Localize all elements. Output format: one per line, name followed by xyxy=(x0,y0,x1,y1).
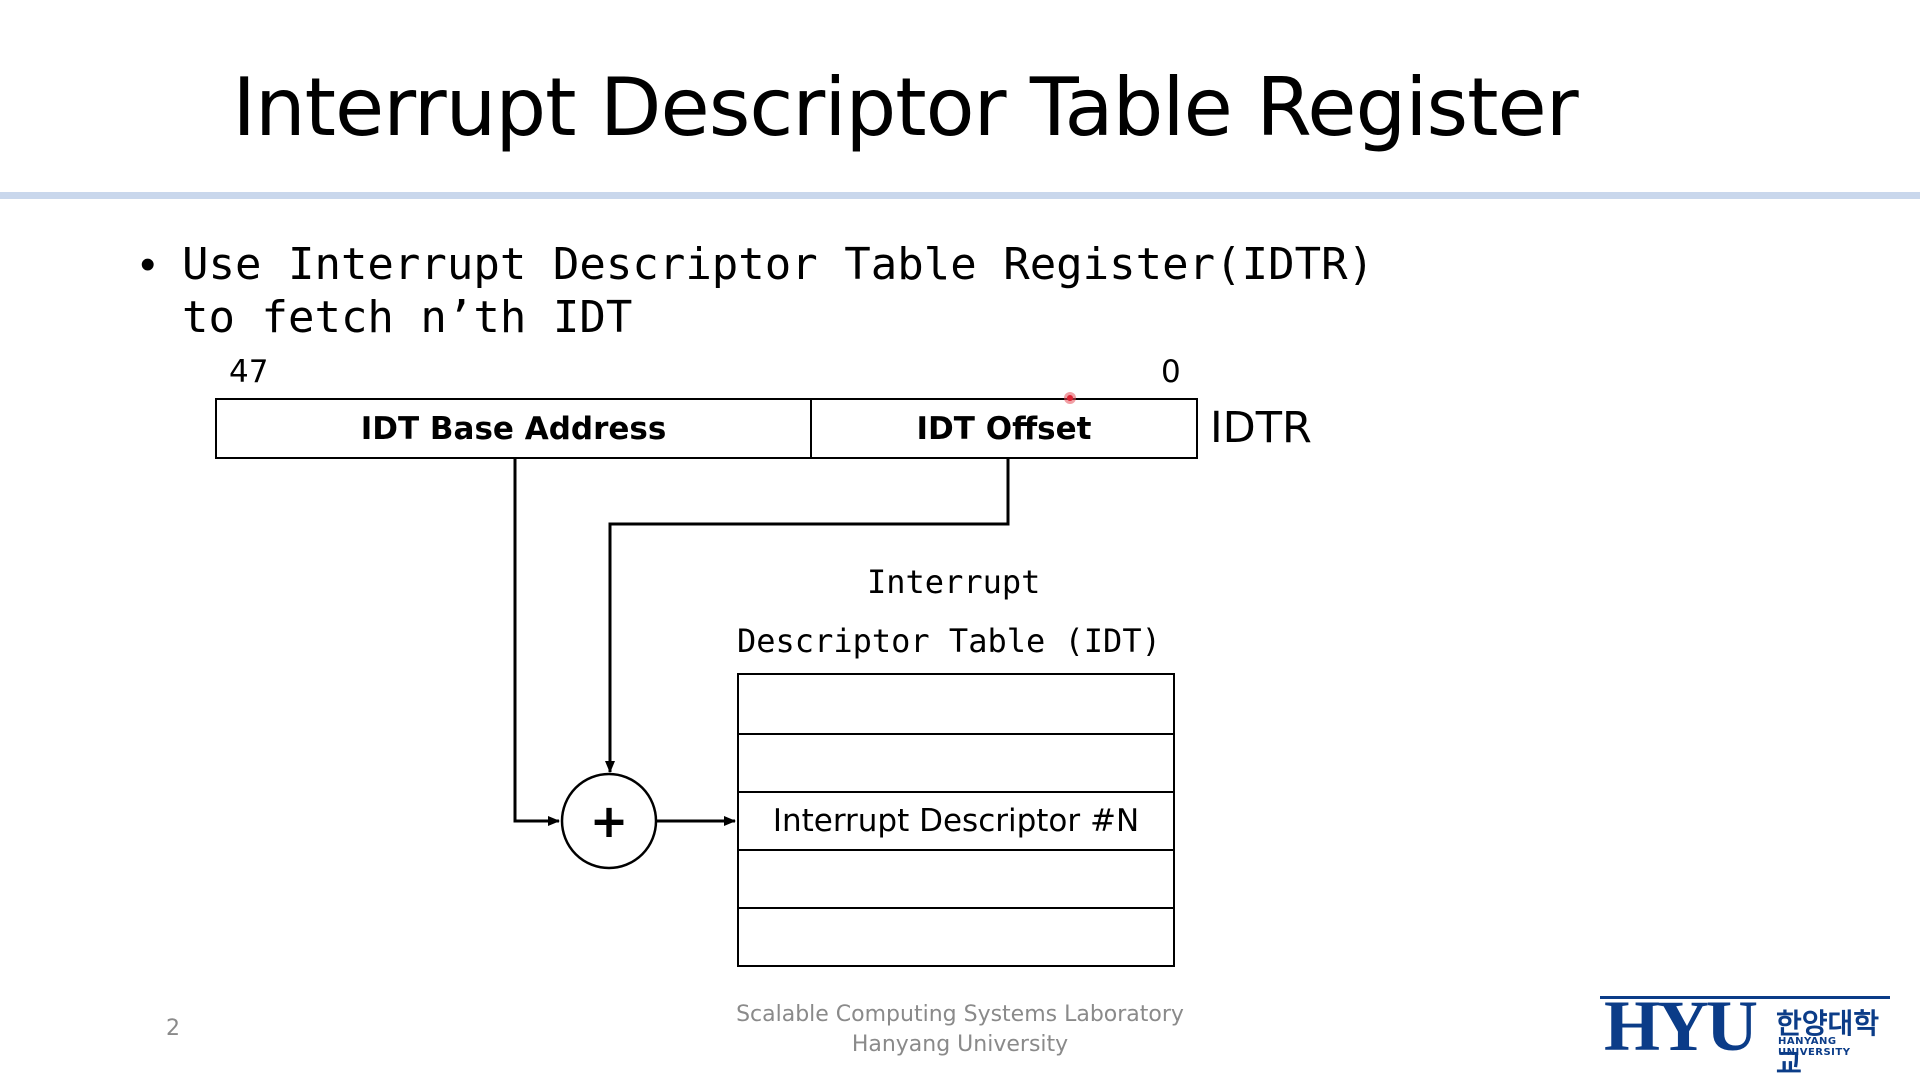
adder-circle xyxy=(560,772,658,870)
idt-row xyxy=(739,907,1173,965)
title-divider xyxy=(0,192,1920,199)
idt-caption-line-1: Interrupt xyxy=(867,563,1041,601)
bullet-dot: • xyxy=(140,240,156,289)
offset-wire xyxy=(605,459,1010,773)
idt-caption-line-2: Descriptor Table (IDT) xyxy=(737,622,1161,660)
idt-row xyxy=(739,849,1173,907)
bit-label-high: 47 xyxy=(229,354,269,390)
page-number: 2 xyxy=(166,1016,180,1041)
laser-pointer-icon xyxy=(1064,392,1076,404)
logo-english-name: HANYANG UNIVERSITY xyxy=(1778,1036,1851,1058)
idtr-label: IDTR xyxy=(1210,403,1312,453)
idt-offset-field: IDT Offset xyxy=(810,398,1198,459)
logo-korean-name: 한양대학교 xyxy=(1776,1007,1880,1080)
footer-lab: Scalable Computing Systems Laboratory xyxy=(736,1002,1184,1027)
bullet-line-1: Use Interrupt Descriptor Table Register(… xyxy=(182,239,1375,290)
bullet-text: Use Interrupt Descriptor Table Register(… xyxy=(182,238,1374,344)
slide-title: Interrupt Descriptor Table Register xyxy=(232,61,1578,154)
bullet-line-2: to fetch n’th IDT xyxy=(182,292,633,343)
bit-label-low: 0 xyxy=(1161,354,1181,390)
idt-row-descriptor-n: Interrupt Descriptor #N xyxy=(739,791,1173,849)
logo-mark: HYU xyxy=(1604,986,1758,1066)
university-logo: HYU 한양대학교 HANYANG UNIVERSITY xyxy=(1600,990,1890,1080)
idt-row xyxy=(739,675,1173,733)
logo-top-bar xyxy=(1600,996,1890,999)
footer-university: Hanyang University xyxy=(851,1032,1069,1057)
base-address-wire xyxy=(513,459,560,826)
adder-symbol: + xyxy=(590,794,629,848)
idt-row xyxy=(739,733,1173,791)
idt-base-address-field: IDT Base Address xyxy=(215,398,812,459)
idt-table: Interrupt Descriptor #N xyxy=(737,673,1175,967)
